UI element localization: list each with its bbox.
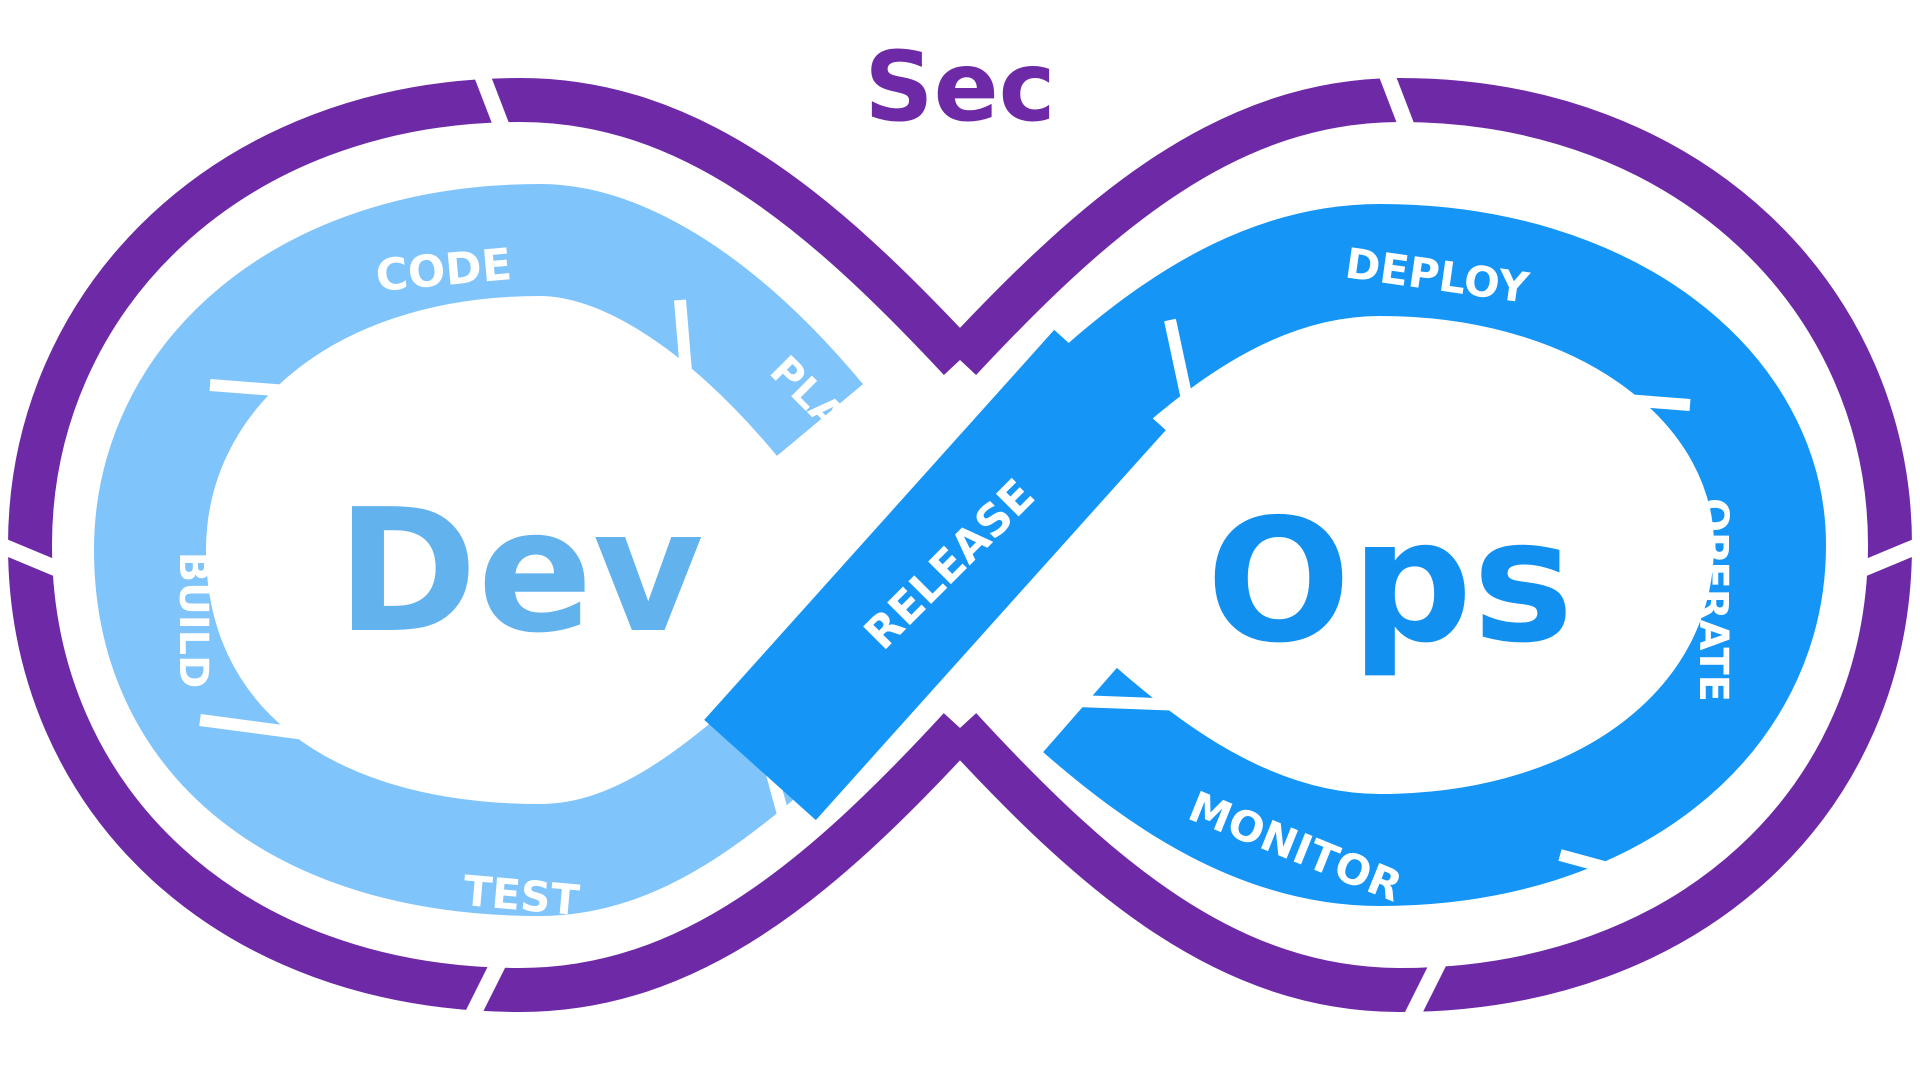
ops-label: Ops [1206, 483, 1573, 681]
ops-loop [704, 203, 1827, 907]
dev-center [275, 345, 765, 775]
sec-ring-gaps [0, 67, 1920, 1024]
sec-ring-left-loop [7, 77, 977, 1013]
dev-label: Dev [336, 473, 703, 671]
stage-test-label: TEST [461, 866, 581, 925]
stage-operate-label: OPERATE [1690, 498, 1736, 702]
ops-loop-dividers [1049, 318, 1691, 891]
stage-build-label: BUILD [170, 552, 216, 689]
dev-loop [93, 183, 864, 917]
dev-loop-band [93, 183, 864, 917]
stage-code-label: CODE [374, 239, 514, 302]
sec-title: Sec [864, 31, 1055, 143]
ops-loop-band [1043, 203, 1827, 907]
sec-ring [0, 67, 1920, 1024]
ops-center [1145, 355, 1635, 785]
sec-ring-right-loop [943, 77, 1913, 1013]
release-band [704, 329, 1166, 821]
